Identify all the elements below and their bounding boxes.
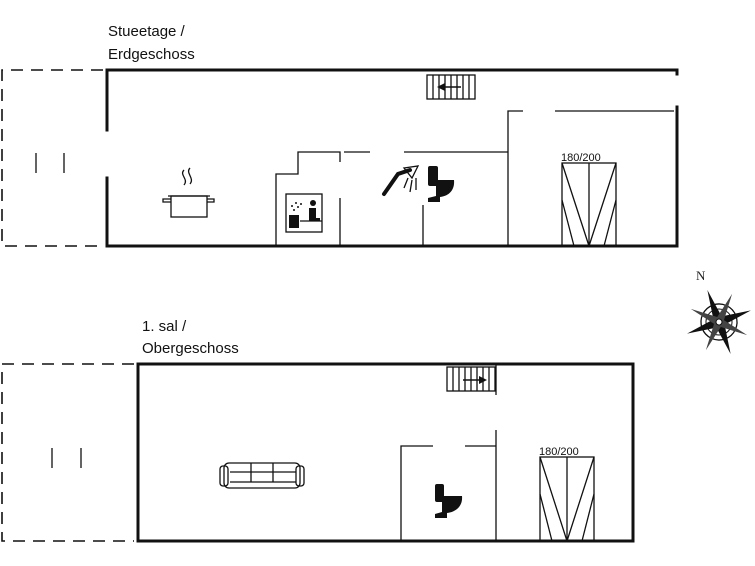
- toilet-icon: [428, 166, 455, 202]
- terrace-area: [1, 363, 134, 542]
- upper-floor: 1. sal / Obergeschoss: [1, 318, 635, 543]
- double-bed-icon: 180/200: [561, 152, 617, 247]
- compass-rose-icon: N: [687, 268, 751, 354]
- ground-floor-label-line1: Stueetage /: [108, 23, 186, 40]
- stairs-icon: [446, 366, 496, 392]
- terrace-area: [1, 69, 103, 247]
- ground-floor: Stueetage / Erdgeschoss: [1, 23, 679, 248]
- sauna-icon: [285, 193, 323, 233]
- shower-icon: [382, 165, 420, 196]
- ground-floor-walls: [105, 68, 679, 248]
- toilet-icon: [435, 484, 463, 518]
- ground-floor-label-line2: Erdgeschoss: [108, 46, 195, 63]
- cooking-pot-icon: [162, 167, 215, 218]
- upper-floor-label-line2: Obergeschoss: [142, 340, 239, 357]
- compass-north-label: N: [696, 268, 706, 283]
- sofa-icon: [219, 462, 305, 489]
- double-bed-icon: 180/200: [539, 446, 595, 542]
- upper-floor-label-line1: 1. sal /: [142, 318, 187, 335]
- upper-bed-size-label: 180/200: [539, 446, 579, 458]
- ground-bed-size-label: 180/200: [561, 152, 601, 164]
- stairs-icon: [426, 74, 476, 100]
